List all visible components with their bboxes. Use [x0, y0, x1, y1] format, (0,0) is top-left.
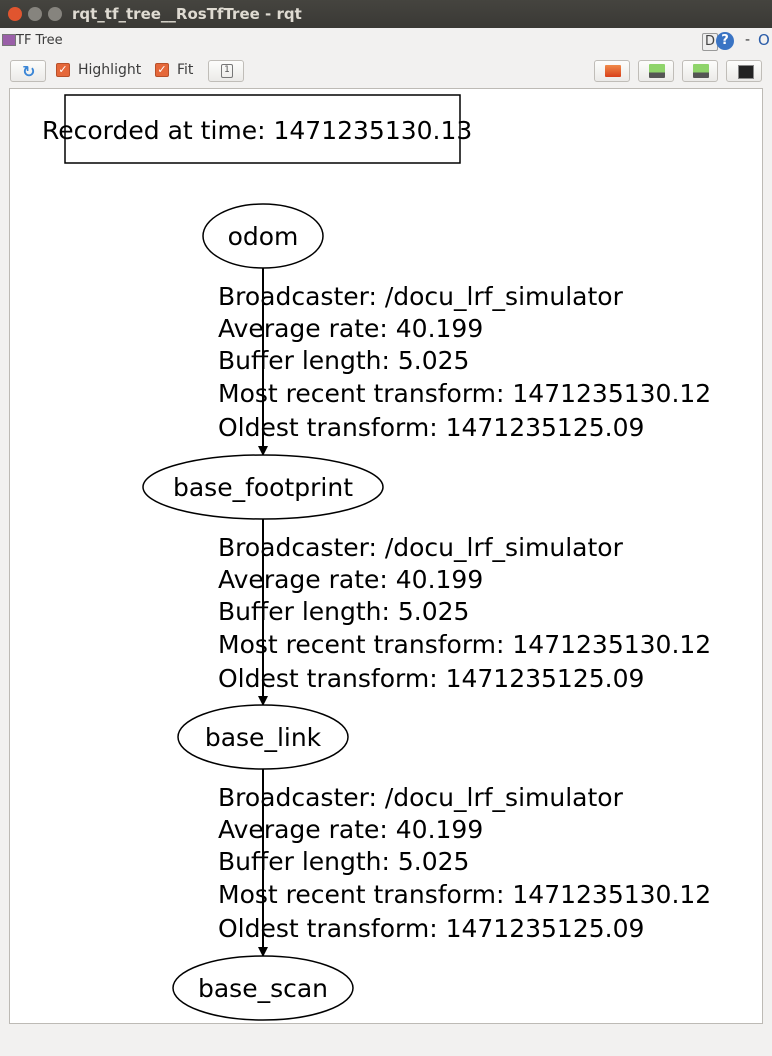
plugin-title: TF Tree	[16, 33, 63, 48]
refresh-button[interactable]: ↻	[10, 60, 46, 82]
open-folder-icon	[605, 65, 621, 77]
recorded-time-label: Recorded at time: 1471235130.13	[42, 116, 472, 145]
save-icon	[693, 64, 709, 78]
graph-canvas[interactable]	[9, 88, 763, 1024]
edge-info-broadcaster: Broadcaster: /docu_lrf_simulator	[218, 783, 624, 812]
maximize-window-button[interactable]	[48, 7, 62, 21]
window-title: rqt_tf_tree__RosTfTree - rqt	[72, 5, 302, 23]
tf-frame-node[interactable]: odom	[202, 203, 324, 269]
edge-info-rate: Average rate: 40.199	[218, 565, 483, 594]
save-dot-button[interactable]	[638, 60, 674, 82]
edge-info-recent: Most recent transform: 1471235130.12	[218, 880, 711, 909]
minimize-plugin-button[interactable]: -	[745, 32, 751, 48]
edge-info-rate: Average rate: 40.199	[218, 815, 483, 844]
tf-frame-node[interactable]: base_link	[177, 704, 349, 770]
edge-info-oldest: Oldest transform: 1471235125.09	[218, 413, 644, 442]
edge-info-oldest: Oldest transform: 1471235125.09	[218, 914, 644, 943]
node-label: base_link	[205, 723, 322, 752]
edge-info-rate: Average rate: 40.199	[218, 314, 483, 343]
recorded-time-box	[64, 94, 461, 164]
highlight-checkbox[interactable]: ✓	[56, 63, 70, 77]
window-titlebar: rqt_tf_tree__RosTfTree - rqt	[0, 0, 772, 28]
highlight-label: Highlight	[78, 62, 142, 78]
help-icon[interactable]: ?	[716, 32, 734, 50]
minimize-window-button[interactable]	[28, 7, 42, 21]
fit-label: Fit	[177, 62, 194, 78]
one-to-one-icon: 1	[221, 64, 233, 78]
node-ellipse	[202, 203, 324, 269]
node-ellipse	[177, 704, 349, 770]
edge-info-broadcaster: Broadcaster: /docu_lrf_simulator	[218, 282, 624, 311]
node-ellipse	[142, 454, 384, 520]
tf-frame-node[interactable]: base_scan	[172, 955, 354, 1021]
edge-info-buffer: Buffer length: 5.025	[218, 346, 469, 375]
node-label: base_footprint	[173, 473, 353, 502]
close-window-button[interactable]	[8, 7, 22, 21]
fit-checkbox[interactable]: ✓	[155, 63, 169, 77]
edge-info-buffer: Buffer length: 5.025	[218, 847, 469, 876]
fit-in-view-button[interactable]: 1	[208, 60, 244, 82]
node-label: base_scan	[198, 974, 328, 1003]
edge-info-buffer: Buffer length: 5.025	[218, 597, 469, 626]
node-ellipse	[172, 955, 354, 1021]
plugin-header: TF Tree D ? - O	[0, 28, 772, 54]
edge-info-recent: Most recent transform: 1471235130.12	[218, 630, 711, 659]
tf-frame-node[interactable]: base_footprint	[142, 454, 384, 520]
close-plugin-button[interactable]: O	[758, 31, 770, 49]
tf-tree-plugin-icon	[2, 34, 16, 46]
load-dot-button[interactable]	[594, 60, 630, 82]
image-icon	[738, 65, 754, 79]
save-image-button[interactable]	[726, 60, 762, 82]
edge-info-oldest: Oldest transform: 1471235125.09	[218, 664, 644, 693]
edge-info-broadcaster: Broadcaster: /docu_lrf_simulator	[218, 533, 624, 562]
refresh-icon: ↻	[22, 62, 36, 81]
node-label: odom	[228, 222, 299, 251]
edge-info-recent: Most recent transform: 1471235130.12	[218, 379, 711, 408]
save-svg-button[interactable]	[682, 60, 718, 82]
save-icon	[649, 64, 665, 78]
